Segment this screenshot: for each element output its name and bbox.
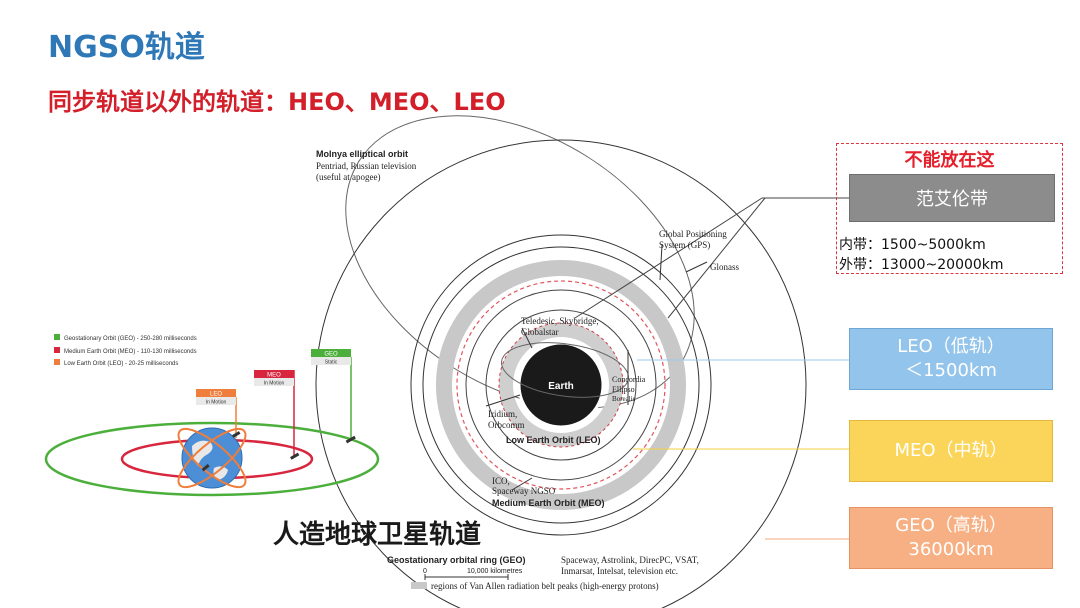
geo-box-title: GEO（高轨） [895,515,1007,536]
leo-box: LEO（低轨） ＜1500km [849,328,1053,390]
van-allen-belt-box: 范艾伦带 [849,174,1055,222]
van-allen-legend-text: regions of Van Allen radiation belt peak… [431,581,659,591]
iridium-label: Iridium, [488,409,517,419]
leo-flag-sub [196,397,236,405]
glonass-orbit [410,234,712,536]
geo-ring-label: Geostationary orbital ring (GEO) [387,555,526,565]
satellite-icon [345,435,356,444]
van-allen-outer-belt [436,260,686,510]
gps-label: Global Positioning [659,229,727,239]
geo-flag-sub-label: Static [325,360,338,366]
gps-label-2: System (GPS) [659,240,710,250]
inner-belt-range: 内带：1500~5000km [839,237,986,253]
globe-landmass [192,440,213,466]
geo-orbit-inset [44,421,380,497]
van-allen-inner-belt [499,323,623,447]
geo-satellites-label-2: Inmarsat, Intelsat, television etc. [561,566,678,576]
leader-line [685,261,708,273]
ellipso-label: Ellipso [612,385,635,394]
leo-flag-sub-label: In Motion [206,400,227,406]
leader-line [667,197,766,319]
molniya-title: Molnya elliptical orbit [316,149,408,159]
meo-orbit-label: Medium Earth Orbit (MEO) [492,498,605,508]
geo-box-altitude: 36000km [908,539,994,560]
page-subtitle: 同步轨道以外的轨道：HEO、MEO、LEO [48,88,506,116]
legend-text-meo: Medium Earth Orbit (MEO) - 110-130 milli… [64,349,197,355]
ico-label: ICO, [492,476,510,486]
leo-flag-label: LEO [210,392,222,398]
borealis-label: Borealis [612,395,636,403]
leader-line [521,327,533,349]
meo-flag [254,370,294,378]
legend-swatch-geo [54,334,60,340]
gps-orbit [422,246,700,524]
globe-landmass [213,466,228,480]
page-title: NGSO轨道 [48,30,205,65]
legend-swatch-meo [54,347,60,353]
geo-flag-label: GEO [324,352,338,358]
leader-line [485,394,521,407]
meo-flag-sub [254,378,294,386]
leo-orbit-label: Low Earth Orbit (LEO) [506,435,601,445]
orbcomm-label: Orbcomm [488,420,525,430]
van-allen-legend-swatch [411,582,427,589]
leader-line [511,477,533,491]
legend-text-leo: Low Earth Orbit (LEO) - 20-25 millisecon… [64,361,178,367]
scale-zero: 0 [423,568,427,575]
molniya-note: (useful at apogee) [316,172,380,182]
molniya-desc: Pentriad, Russian television [316,161,417,171]
meo-flag-label: MEO [267,373,281,379]
teledesic-orbit [485,309,637,461]
earth-label: Earth [548,381,574,392]
leo-flag [196,389,236,397]
meo-box: MEO（中轨） [849,420,1053,482]
outer-belt-range: 外带：13000~20000km [839,257,1004,273]
scale-km: 10,000 kilometres [467,568,523,575]
teledesic-label-2: Globalstar [521,327,559,337]
leader-line [659,244,663,281]
meo-flag-sub-label: In Motion [264,381,285,387]
legend-swatch-leo [54,359,60,365]
geo-flag-sub [311,357,351,365]
geo-box: GEO（高轨） 36000km [849,507,1053,569]
meo-dashed-orbit [456,280,666,490]
satellite-icon [201,463,210,472]
legend-text-geo: Geostationary Orbit (GEO) - 250-280 mill… [64,336,197,342]
spaceway-label: Spaceway NGSO [492,486,556,496]
warning-title: 不能放在这 [904,150,995,171]
geo-flag [311,349,351,357]
glonass-label: Glonass [710,262,739,272]
leo-orbit-inset [177,427,247,489]
van-allen-warning: 不能放在这 范艾伦带 内带：1500~5000km 外带：13000~20000… [836,143,1063,274]
satellite-icon [232,431,241,438]
geo-satellites-label: Spaceway, Astrolink, DirecPC, VSAT, [561,555,699,565]
leader-line [574,197,763,319]
meo-box-title: MEO（中轨） [894,440,1008,461]
teledesic-label: Teledesic, Skybridge, [521,316,599,326]
leo-box-title: LEO（低轨） [897,336,1005,357]
ico-orbit [465,289,657,481]
geo-orbit-ring [315,139,807,608]
leo-dashed-orbit [498,322,624,448]
concordia-label: Concordia [612,375,646,384]
satellite-icon [290,452,300,460]
inset-caption: 人造地球卫星轨道 [273,520,482,550]
leo-box-range: ＜1500km [905,360,997,381]
